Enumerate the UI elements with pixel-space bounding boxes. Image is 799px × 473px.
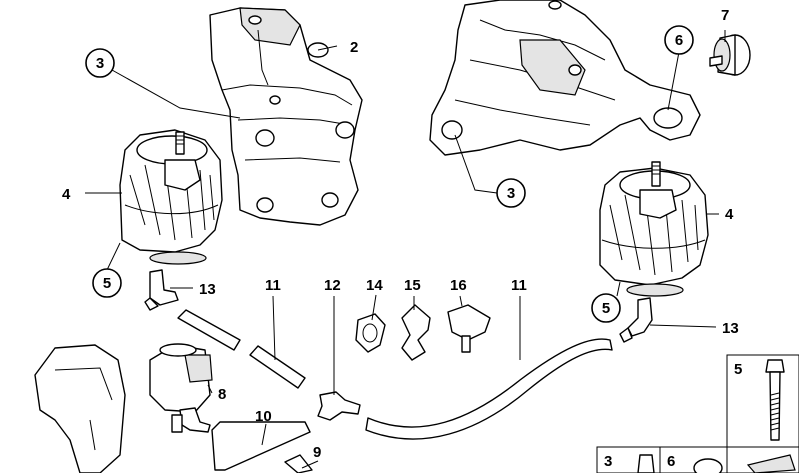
label-8: 8 [218, 386, 226, 403]
inset-bolt-label: 5 [734, 361, 742, 378]
label-16: 16 [450, 277, 467, 294]
callout-5-left-label: 5 [103, 275, 111, 292]
t-piece [317, 391, 361, 421]
vacuum-hose-right [365, 338, 613, 440]
engine-bracket-left [209, 7, 363, 226]
leader-lines [85, 30, 726, 469]
label-10: 10 [255, 408, 272, 425]
clip-15 [401, 304, 431, 361]
label-13-right: 13 [722, 320, 739, 337]
label-14: 14 [366, 277, 383, 294]
label-11-right: 11 [511, 277, 527, 294]
inset-box-small-6: 6 [659, 446, 728, 473]
vacuum-hose-left [177, 309, 306, 389]
callout-5-right: 5 [591, 293, 621, 323]
label-13-left: 13 [199, 281, 216, 298]
label-15: 15 [404, 277, 421, 294]
callout-5-right-label: 5 [602, 300, 610, 317]
label-4-left: 4 [62, 186, 71, 203]
callout-3-left-label: 3 [96, 55, 104, 72]
inset-box-bolt: 5 [726, 354, 799, 448]
rubber-buffer [709, 34, 751, 76]
callout-3-right: 3 [496, 178, 526, 208]
label-4-right: 4 [725, 206, 734, 223]
callout-6: 6 [664, 25, 694, 55]
inset-box-bottom-right [726, 446, 799, 473]
clip-14 [355, 313, 386, 353]
clip-16 [447, 304, 491, 353]
callout-3-right-label: 3 [507, 185, 515, 202]
label-12: 12 [324, 277, 341, 294]
engine-bracket-right [429, 0, 701, 156]
inset-small-6-label: 6 [667, 453, 675, 470]
label-2: 2 [350, 39, 358, 56]
callout-5-left: 5 [92, 268, 122, 298]
label-7: 7 [721, 7, 729, 24]
vacuum-connector-left [144, 269, 179, 311]
inset-small-3-label: 3 [604, 453, 612, 470]
vacuum-connector-right [619, 297, 653, 343]
inset-box-small-3: 3 [596, 446, 661, 473]
callout-6-label: 6 [675, 32, 683, 49]
vacuum-hose-10 [211, 421, 313, 473]
label-11-left: 11 [265, 277, 281, 294]
engine-mount-right [599, 161, 709, 297]
engine-mount-left [119, 129, 223, 265]
label-9: 9 [313, 444, 321, 461]
solenoid-valve [149, 343, 213, 433]
heat-shield-bracket [34, 344, 126, 473]
callout-3-left: 3 [85, 48, 115, 78]
